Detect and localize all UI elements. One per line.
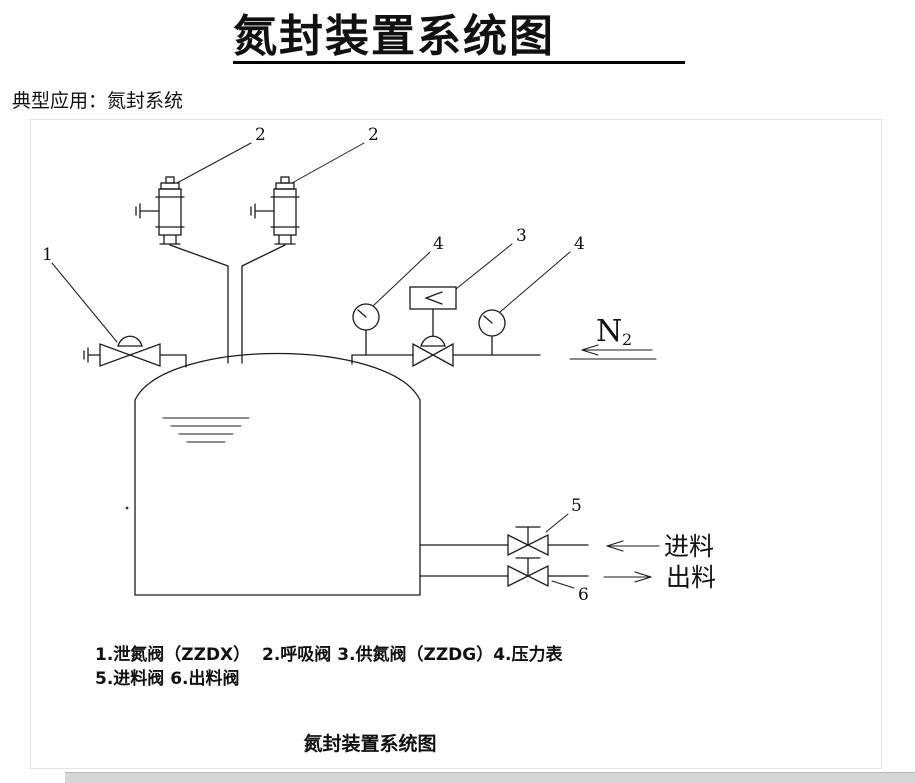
callout-4b: 4 [574, 234, 585, 254]
callout-4a: 4 [433, 234, 444, 254]
stray-dot [125, 506, 129, 510]
regulator-pilot-box [409, 286, 457, 310]
breather-valve-right [250, 176, 300, 245]
pressure-gauge-left [352, 303, 380, 356]
discharge-line: 出料 [419, 557, 716, 592]
n2-symbol: N [596, 314, 622, 349]
page-title: 氮封装置系统图 [233, 12, 685, 64]
feed-arrow [606, 540, 660, 552]
callout-5: 5 [571, 496, 582, 516]
feed-label: 进料 [664, 532, 714, 561]
legend-line-1: 1.泄氮阀（ZZDX） 2.呼吸阀 3.供氮阀（ZZDG）4.压力表 [95, 645, 563, 665]
pressure-gauge-right [478, 309, 506, 356]
callout-2a: 2 [255, 125, 266, 145]
diagram-caption: 氮封装置系统图 [303, 733, 437, 755]
feed-line: 进料 [419, 526, 714, 561]
feed-valve [507, 526, 549, 557]
discharge-arrow [603, 571, 652, 583]
callouts: 1 2 2 4 3 4 5 6 [42, 125, 589, 605]
storage-tank [125, 352, 421, 596]
valve-actuator-dome [420, 335, 446, 347]
nitrogen-release-valve [83, 335, 187, 368]
liquid-level-marks [162, 417, 250, 443]
nitrogen-supply-line [351, 286, 541, 368]
discharge-label: 出料 [666, 563, 716, 592]
diagram-frame [30, 119, 882, 769]
breather-manifold-pipe [169, 244, 286, 364]
n2-flow-arrow [569, 344, 657, 360]
valve-actuator-dome [117, 335, 143, 347]
page-subtitle: 典型应用：氮封系统 [12, 90, 184, 112]
callout-3: 3 [516, 226, 527, 246]
horizontal-scrollbar[interactable] [65, 772, 915, 783]
callout-2b: 2 [368, 125, 379, 145]
nitrogen-supply-valve [409, 286, 457, 368]
legend-line-2: 5.进料阀 6.出料阀 [95, 669, 240, 689]
callout-6: 6 [578, 585, 589, 605]
n2-source: N 2 [569, 314, 657, 360]
breather-valve-left [135, 176, 185, 245]
n2-subscript: 2 [622, 330, 632, 349]
discharge-valve [507, 557, 549, 588]
callout-1: 1 [42, 245, 53, 265]
